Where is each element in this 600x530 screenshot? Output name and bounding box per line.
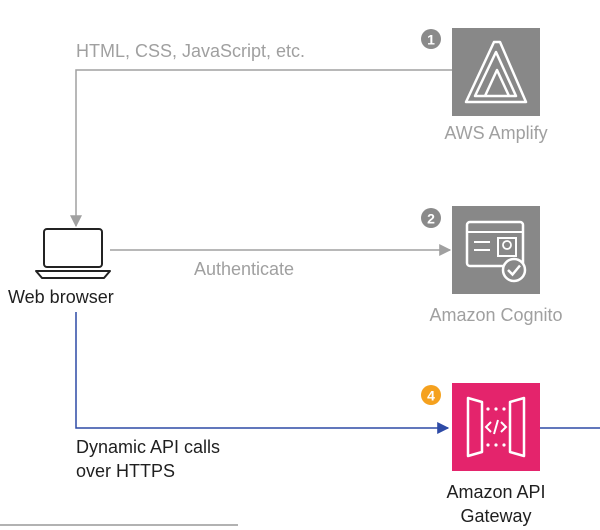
authenticate-label: Authenticate	[194, 259, 295, 279]
laptop-icon	[35, 228, 111, 279]
step-number-amplify: 1	[427, 32, 435, 48]
amazon-cognito-icon	[452, 206, 540, 294]
aws-amplify-icon	[452, 28, 540, 116]
step-badge-cognito: 2	[421, 208, 441, 228]
html-css-js-label: HTML, CSS, JavaScript, etc.	[76, 41, 306, 61]
step-number-cognito: 2	[427, 211, 435, 227]
api-gateway-label-line2: Gateway	[460, 506, 532, 526]
browser-to-api-gateway-arrow	[75, 312, 450, 434]
dynamic-api-calls-line1: Dynamic API calls	[76, 437, 221, 457]
api-gateway-icon	[452, 383, 540, 471]
api-gateway-label-line1: Amazon API	[446, 482, 546, 502]
amazon-cognito-label: Amazon Cognito	[429, 305, 563, 325]
web-browser-label: Web browser	[8, 287, 114, 307]
dynamic-api-calls-line2: over HTTPS	[76, 461, 176, 481]
step-number-api-gateway: 4	[427, 388, 435, 404]
step-badge-amplify: 1	[421, 29, 441, 49]
amplify-to-browser-arrow	[70, 69, 452, 228]
aws-amplify-label: AWS Amplify	[444, 123, 548, 143]
step-badge-api-gateway: 4	[421, 385, 441, 405]
